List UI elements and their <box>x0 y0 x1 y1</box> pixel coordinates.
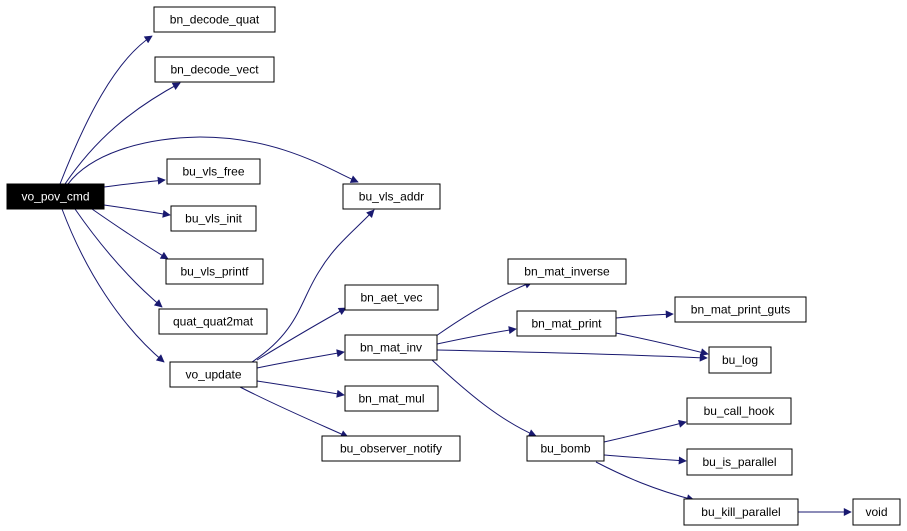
node-bu_call_hook[interactable]: bu_call_hook <box>686 397 792 425</box>
edge-vo_update-bu_vls_addr <box>251 209 375 363</box>
node-bu_vls_free[interactable]: bu_vls_free <box>166 158 261 185</box>
edge-vo_pov_cmd-quat_quat2mat <box>74 208 163 308</box>
node-label: bu_bomb <box>540 442 590 456</box>
edges-layer <box>59 35 852 516</box>
node-label: vo_pov_cmd <box>21 190 89 204</box>
edge-vo_pov_cmd-bn_decode_quat <box>59 35 153 185</box>
edge-bn_mat_print-bn_mat_print_guts <box>615 310 674 319</box>
node-label: quat_quat2mat <box>173 315 254 329</box>
node-bn_aet_vec[interactable]: bn_aet_vec <box>344 284 439 311</box>
edge-bn_mat_print-bu_log <box>615 332 709 357</box>
node-label: bu_vls_init <box>185 212 242 226</box>
node-bn_mat_mul[interactable]: bn_mat_mul <box>344 385 439 412</box>
node-bn_mat_print_guts[interactable]: bn_mat_print_guts <box>674 296 807 323</box>
edge-bu_bomb-bu_is_parallel <box>603 454 687 465</box>
node-label: bu_kill_parallel <box>701 505 780 519</box>
edge-bu_bomb-bu_call_hook <box>603 419 687 443</box>
node-bu_vls_init[interactable]: bu_vls_init <box>170 205 257 232</box>
node-label: bn_mat_mul <box>358 392 424 406</box>
node-label: vo_update <box>185 368 241 382</box>
node-bu_vls_printf[interactable]: bu_vls_printf <box>165 258 264 285</box>
nodes-layer: vo_pov_cmd bn_decode_quat bn_decode_vect… <box>6 6 901 526</box>
node-label: bu_call_hook <box>704 404 776 418</box>
node-label: bu_is_parallel <box>702 455 776 469</box>
node-label: bu_log <box>722 353 758 367</box>
edge-bn_mat_inv-bn_mat_print <box>436 326 517 345</box>
node-label: bu_vls_printf <box>180 265 249 279</box>
node-label: bu_vls_free <box>182 165 244 179</box>
node-label: bn_mat_print_guts <box>691 303 790 317</box>
node-label: bu_observer_notify <box>340 442 442 456</box>
edge-bn_mat_inv-bu_log <box>436 349 708 362</box>
edge-bu_bomb-bu_kill_parallel <box>595 461 695 503</box>
node-label: bn_mat_inv <box>360 341 422 355</box>
node-bu_bomb[interactable]: bu_bomb <box>526 435 605 462</box>
node-bn_mat_inverse[interactable]: bn_mat_inverse <box>507 258 627 285</box>
node-label: bn_mat_print <box>531 317 602 331</box>
edge-vo_pov_cmd-bu_vls_init <box>103 204 171 218</box>
edge-vo_pov_cmd-bn_decode_vect <box>64 82 181 185</box>
node-bn_decode_quat[interactable]: bn_decode_quat <box>153 6 276 33</box>
node-bu_is_parallel[interactable]: bu_is_parallel <box>686 448 793 476</box>
edge-vo_pov_cmd-vo_update <box>61 208 165 363</box>
node-bu_vls_addr[interactable]: bu_vls_addr <box>342 183 441 210</box>
node-label: bn_decode_quat <box>170 13 260 27</box>
edge-vo_update-bn_mat_inv <box>256 349 345 369</box>
node-label: bn_mat_inverse <box>524 265 610 279</box>
edge-bn_mat_inv-bn_mat_inverse <box>435 281 533 337</box>
node-label: bu_vls_addr <box>359 190 424 204</box>
edge-vo_update-bn_mat_mul <box>256 380 345 398</box>
node-void[interactable]: void <box>852 498 901 526</box>
node-vo_pov_cmd[interactable]: vo_pov_cmd <box>6 183 105 210</box>
node-bu_observer_notify[interactable]: bu_observer_notify <box>321 435 461 462</box>
node-bn_mat_print[interactable]: bn_mat_print <box>516 310 617 337</box>
node-bn_decode_vect[interactable]: bn_decode_vect <box>154 56 275 83</box>
edge-vo_pov_cmd-bu_vls_printf <box>91 208 169 260</box>
node-label: bn_aet_vec <box>360 291 422 305</box>
edge-bn_mat_inv-bu_bomb <box>431 359 537 437</box>
node-bn_mat_inv[interactable]: bn_mat_inv <box>344 334 438 361</box>
edge-vo_update-bn_aet_vec <box>256 307 347 361</box>
node-label: bn_decode_vect <box>170 63 259 77</box>
node-quat_quat2mat[interactable]: quat_quat2mat <box>158 308 268 335</box>
edge-vo_update-bu_observer_notify <box>239 386 349 438</box>
node-bu_kill_parallel[interactable]: bu_kill_parallel <box>683 498 799 526</box>
edge-vo_pov_cmd-bu_vls_addr <box>67 136 359 185</box>
node-vo_update[interactable]: vo_update <box>169 361 258 388</box>
node-label: void <box>865 505 887 519</box>
node-bu_log[interactable]: bu_log <box>708 346 772 374</box>
edge-vo_pov_cmd-bu_vls_free <box>103 176 166 188</box>
